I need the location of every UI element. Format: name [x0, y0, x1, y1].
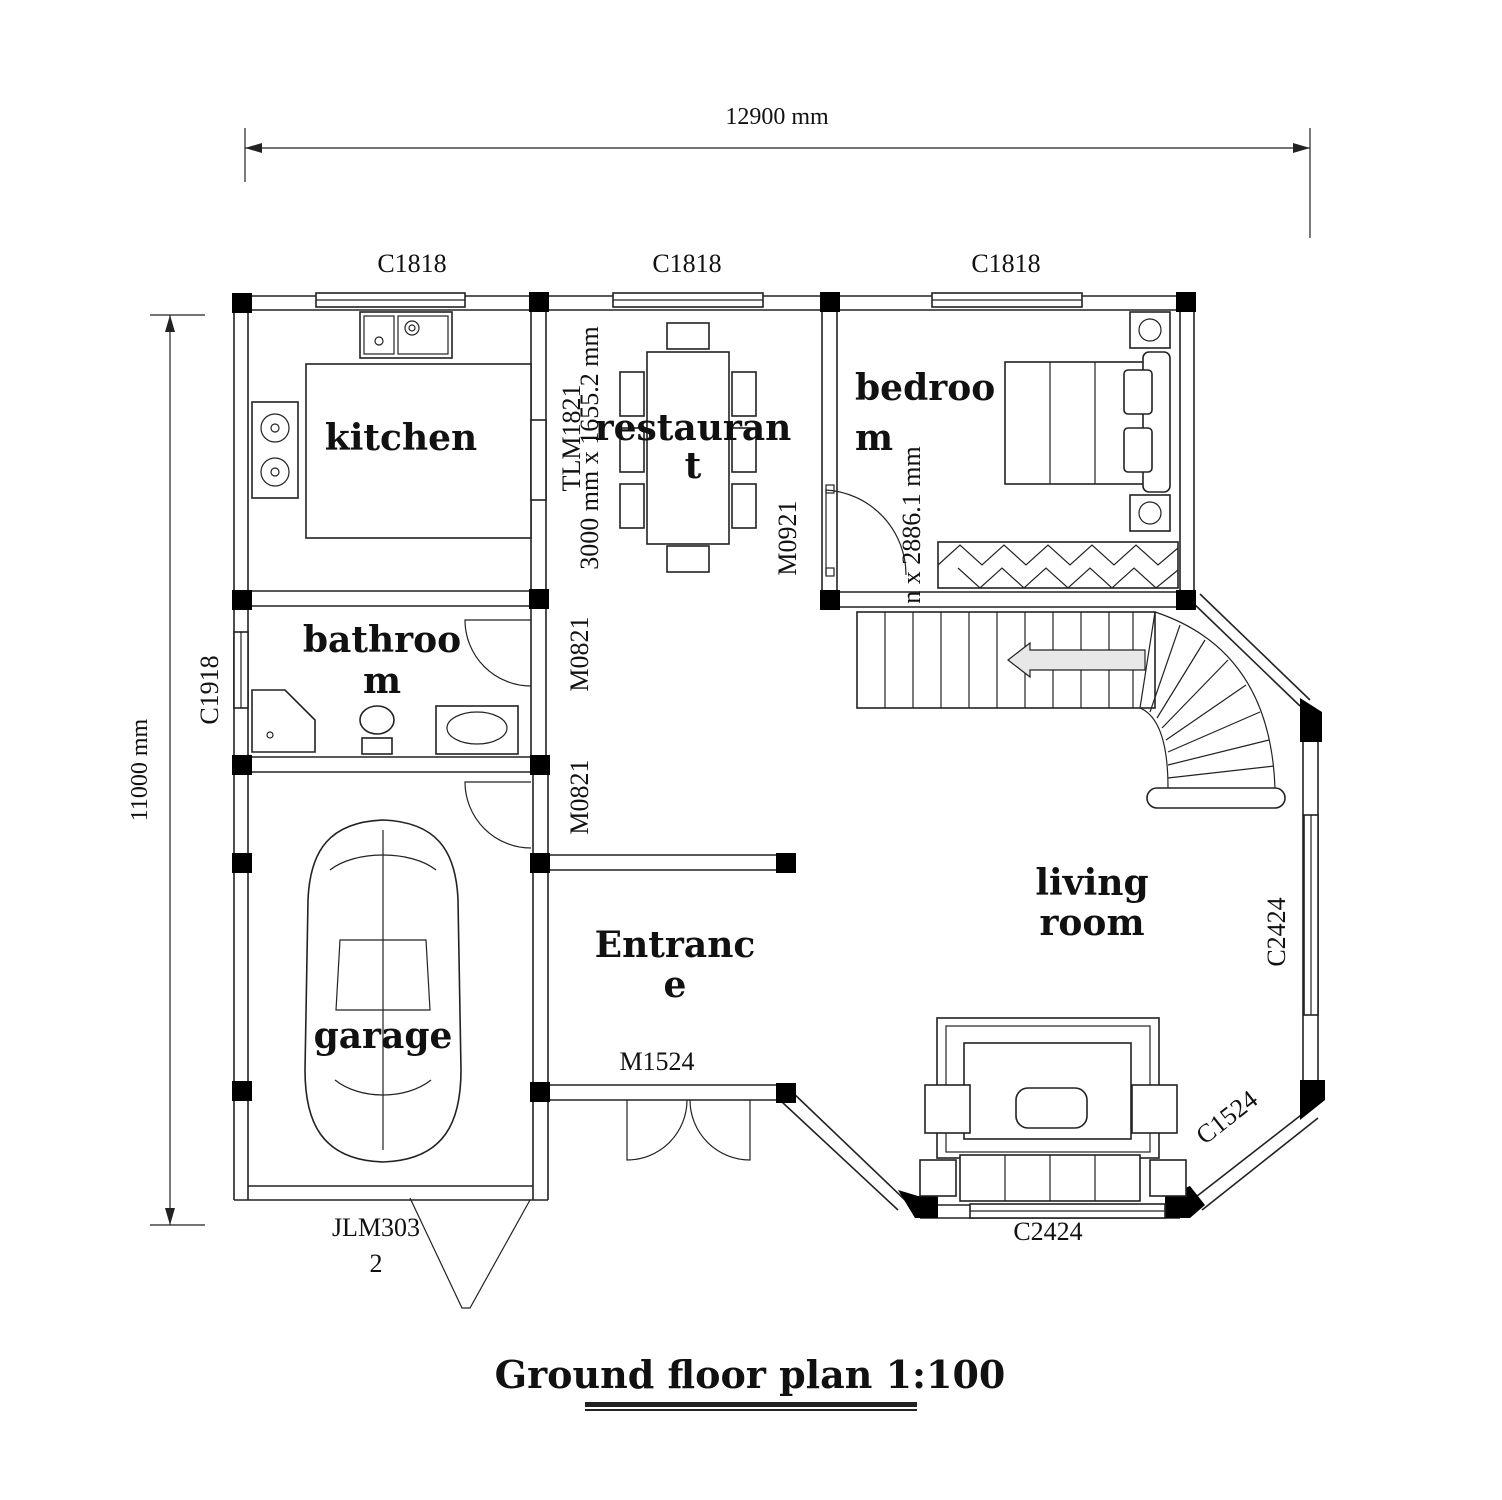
- staircase: [856, 611, 1286, 809]
- width-dimension-line: [244, 128, 1311, 238]
- room-label-entrance-cont: e: [664, 964, 687, 1006]
- room-label-bathroom-cont: m: [363, 660, 401, 702]
- living-room-furniture: [919, 1017, 1187, 1202]
- door-code-garage-main: JLM303: [332, 1213, 420, 1242]
- dining-table: [619, 322, 757, 573]
- doors: [409, 484, 907, 1309]
- door-code-garage: M0821: [565, 759, 594, 834]
- door-code-bathroom: M0821: [565, 616, 594, 691]
- room-label-bedroom: bedroo: [855, 367, 995, 409]
- room-label-restaurant: restauran: [595, 407, 792, 449]
- car-icon: [304, 819, 462, 1163]
- bedroom-furniture: [937, 311, 1179, 589]
- room-label-living: living: [1035, 862, 1148, 904]
- width-dimension-label: 12900 mm: [725, 104, 829, 130]
- bathroom-fixtures: [251, 689, 519, 755]
- window-code-right: C2424: [1262, 897, 1291, 966]
- stair-dimension-2: n x 2886.1 mm: [897, 446, 926, 603]
- stair-dimension-1: 3000 mm x 1655.2 mm: [575, 326, 604, 569]
- height-dimension-line: [150, 314, 205, 1226]
- room-label-bedroom-cont: m: [855, 417, 893, 459]
- room-label-entrance: Entranc: [595, 924, 756, 966]
- structural-columns: [232, 292, 1325, 1218]
- door-code-bedroom: M0921: [773, 500, 802, 575]
- door-code-garage-main-cont: 2: [370, 1249, 383, 1278]
- door-code-restaurant: TLM1821: [557, 385, 586, 492]
- room-label-garage: garage: [314, 1015, 453, 1057]
- window-code-top-left: C1818: [377, 249, 446, 278]
- plan-title: Ground floor plan 1:100: [495, 1352, 1006, 1397]
- room-label-living-cont: room: [1039, 902, 1144, 944]
- window-code-top-right: C1818: [971, 249, 1040, 278]
- kitchen-furniture: [251, 311, 547, 539]
- room-label-bathroom: bathroo: [303, 619, 461, 661]
- height-dimension-label: 11000 mm: [127, 718, 153, 821]
- windows: [233, 292, 1319, 1219]
- room-label-kitchen: kitchen: [325, 417, 477, 459]
- title-underline: [585, 1402, 917, 1411]
- window-code-bathroom: C1918: [195, 655, 224, 724]
- door-code-entrance: M1524: [619, 1047, 694, 1076]
- room-label-restaurant-cont: t: [685, 445, 702, 487]
- window-code-bottom: C2424: [1013, 1217, 1082, 1246]
- window-code-corner: C1524: [1191, 1085, 1263, 1151]
- window-code-top-mid: C1818: [652, 249, 721, 278]
